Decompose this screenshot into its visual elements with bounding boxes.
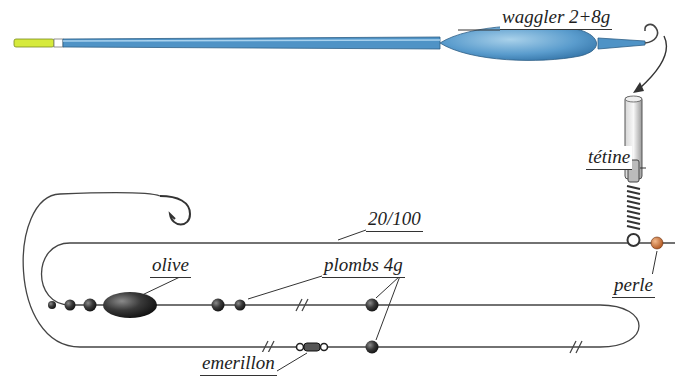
hook [160, 196, 190, 225]
arrowhead [633, 82, 644, 93]
attach-arrow [640, 36, 667, 88]
break-marks [262, 299, 582, 353]
split-shots [48, 299, 379, 354]
swivel [297, 343, 328, 351]
fishing-line [23, 193, 675, 347]
silicone-sleeve [625, 96, 642, 246]
leader-lines [140, 30, 657, 374]
part-label: emerillon [200, 352, 277, 376]
part-label: olive [150, 254, 191, 278]
part-label: perle [612, 274, 655, 298]
olive-weight [103, 292, 157, 318]
line-gauge-label: 20/100 [366, 208, 423, 232]
part-label: plombs 4g [322, 254, 405, 278]
float-label: waggler 2+8g [500, 6, 612, 30]
bead [651, 237, 663, 249]
part-label: tétine [586, 146, 632, 170]
